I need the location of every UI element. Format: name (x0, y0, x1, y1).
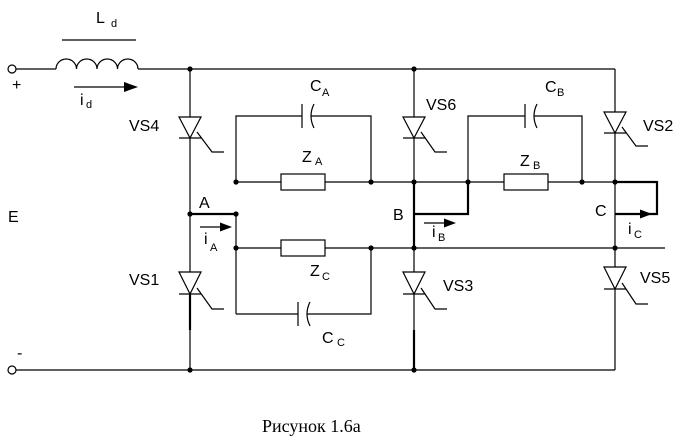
leg-a (188, 69, 236, 370)
svg-text:C: C (310, 78, 322, 95)
svg-text:L: L (96, 10, 105, 27)
svg-text:i: i (80, 92, 84, 109)
current-arrow-ia (200, 222, 232, 232)
negative-terminal (7, 365, 17, 375)
label-id: i d (80, 92, 92, 111)
label-cb: C B (545, 79, 564, 99)
label-ib: i B (432, 224, 445, 244)
svg-text:C: C (322, 330, 334, 347)
label-zc: Z C (310, 263, 330, 283)
thyristor-vs4 (178, 116, 224, 153)
dc-rails (7, 64, 615, 375)
load-zc (235, 214, 665, 314)
svg-text:i: i (204, 231, 208, 248)
label-ca: C A (310, 78, 330, 99)
load-za (236, 173, 414, 191)
label-vs5: VS5 (640, 270, 670, 287)
inductor-ld (55, 39, 139, 70)
capacitor-cb (467, 103, 583, 182)
thyristor-vs6 (402, 116, 447, 153)
svg-text:d: d (86, 99, 92, 111)
label-node-b: B (393, 207, 404, 224)
label-zb: Z B (520, 153, 540, 172)
node-c-link (615, 180, 659, 216)
svg-text:B: B (533, 160, 540, 172)
label-vs4: VS4 (129, 118, 159, 135)
label-vs2: VS2 (643, 118, 673, 135)
capacitor-ca (235, 103, 372, 182)
svg-text:C: C (322, 271, 330, 283)
label-vs3: VS3 (443, 278, 473, 295)
label-e: E (8, 209, 19, 226)
current-arrow-id (74, 82, 138, 92)
load-zb (414, 173, 615, 191)
label-node-c: C (595, 203, 607, 220)
svg-text:A: A (315, 156, 323, 168)
svg-text:B: B (438, 232, 445, 244)
label-ld: L d (96, 10, 117, 30)
svg-text:C: C (337, 337, 345, 349)
thyristor-vs5 (603, 266, 648, 305)
thyristor-vs1 (178, 271, 224, 310)
label-vs6: VS6 (426, 97, 456, 114)
junction-dots (187, 66, 618, 373)
label-vs1: VS1 (129, 272, 159, 289)
svg-text:A: A (210, 242, 218, 254)
label-za: Z A (302, 149, 323, 168)
current-arrow-ib (424, 218, 456, 228)
label-ic: i C (628, 221, 642, 241)
figure-caption: Рисунок 1.6а (262, 416, 361, 436)
leg-b (412, 69, 470, 370)
svg-text:C: C (545, 79, 557, 96)
capacitor-cc (236, 248, 372, 327)
label-minus: - (17, 345, 22, 362)
svg-text:A: A (322, 87, 330, 99)
svg-text:d: d (111, 18, 117, 30)
leg-c (614, 69, 659, 370)
current-arrow-ic (622, 209, 652, 219)
svg-text:Z: Z (302, 149, 312, 166)
svg-text:C: C (634, 229, 642, 241)
label-cc: C C (322, 330, 345, 349)
thyristor-vs3 (402, 271, 447, 310)
svg-text:Z: Z (310, 263, 320, 280)
node-b-link (414, 181, 470, 216)
svg-text:i: i (432, 224, 436, 241)
label-ia: i A (204, 231, 218, 254)
label-node-a: A (199, 195, 210, 212)
svg-text:i: i (628, 221, 632, 238)
svg-text:B: B (557, 87, 564, 99)
label-plus: + (12, 77, 21, 94)
svg-text:Z: Z (520, 153, 530, 170)
positive-terminal (7, 64, 17, 74)
thyristor-vs2 (603, 111, 648, 147)
